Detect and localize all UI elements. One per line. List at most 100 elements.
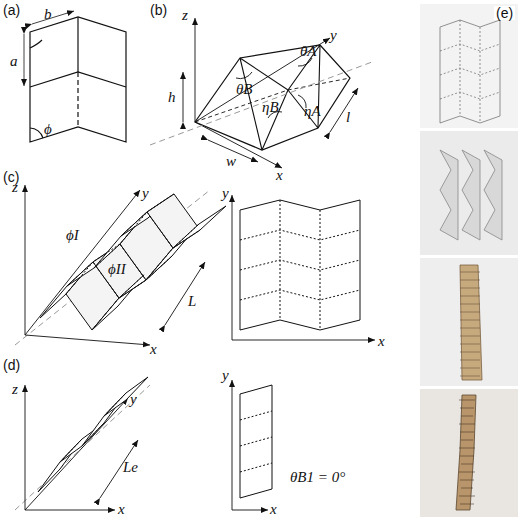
panel-label: (e)	[494, 6, 515, 20]
fold-line	[240, 437, 272, 446]
fold-line	[240, 290, 360, 300]
unit-cell	[30, 17, 126, 142]
photo	[420, 4, 518, 128]
symbol-label: h	[168, 90, 176, 105]
fold-line	[440, 44, 500, 51]
symbol-label: w	[226, 154, 236, 169]
symbol-label: x	[150, 342, 157, 357]
symbol-label: y	[330, 28, 337, 43]
fold-line	[66, 194, 174, 294]
fold-line	[461, 416, 473, 417]
fold-line	[460, 504, 474, 505]
fold-line	[460, 328, 480, 329]
fold-line	[459, 424, 475, 425]
fold-line	[94, 244, 172, 280]
symbol-label: ηA	[304, 104, 321, 119]
unit-3d	[183, 18, 358, 168]
fold-line	[462, 150, 480, 240]
fold-line	[104, 393, 126, 416]
fold-line	[460, 320, 480, 321]
fold-line	[461, 488, 473, 489]
fold-line	[440, 27, 441, 123]
fold-line	[67, 262, 145, 298]
fold-pattern	[38, 4, 518, 517]
symbol-label: y	[142, 186, 149, 201]
fold-line	[460, 344, 480, 345]
symbol-label: Le	[123, 460, 138, 475]
fold-line	[147, 194, 200, 248]
fold-line	[440, 68, 500, 75]
symbol-label: ϕII	[108, 262, 126, 277]
fold-line	[460, 20, 461, 116]
fold-line	[459, 400, 475, 401]
fold-line	[459, 496, 475, 497]
symbol-label: y	[222, 368, 229, 383]
symbol-label: y	[222, 186, 229, 201]
symbol-label: y	[130, 392, 137, 407]
fold-line	[460, 272, 480, 273]
fold-line	[240, 394, 241, 498]
fold-line	[272, 385, 273, 489]
fold-line	[440, 150, 458, 240]
symbol-label: ϕI	[66, 228, 79, 243]
fold-line	[460, 456, 474, 457]
symbol-label: x	[270, 502, 277, 517]
fold-line	[460, 296, 480, 297]
fold-line	[460, 352, 480, 353]
fold-line	[440, 92, 500, 99]
fold-line	[240, 200, 360, 210]
panel-label: (d)	[3, 358, 20, 372]
symbol-label: x	[378, 334, 385, 349]
fold-line	[240, 320, 360, 330]
fold-line	[240, 385, 272, 394]
fold-line	[240, 411, 272, 420]
symbol-label: z	[12, 382, 18, 397]
photo	[420, 258, 518, 386]
fold-line	[500, 20, 501, 116]
fold-line	[480, 27, 481, 123]
fold-line	[460, 360, 480, 361]
symbol-label: l	[346, 110, 350, 125]
fold-line	[461, 440, 473, 441]
symbol-label: θB1 = 0°	[290, 470, 345, 485]
fold-line	[240, 260, 360, 270]
fold-line	[460, 336, 480, 337]
fold-line	[461, 464, 473, 465]
fold-line	[460, 312, 480, 313]
fold-line	[320, 210, 321, 330]
symbol-label: a	[10, 54, 18, 69]
fold-line	[240, 210, 241, 330]
fold-line	[456, 395, 476, 510]
fold-line	[460, 480, 474, 481]
fold-line	[460, 376, 480, 377]
fold-line	[104, 377, 148, 416]
fold-line	[121, 212, 199, 248]
symbol-label: b	[44, 7, 52, 22]
fold-line	[60, 439, 82, 462]
symbol-label: z	[182, 8, 188, 23]
symbol-label: θA	[300, 44, 317, 59]
fold-line	[459, 472, 475, 473]
fold-line	[460, 288, 480, 289]
fold-line	[484, 150, 502, 240]
fold-line	[459, 448, 475, 449]
fold-line	[240, 489, 272, 498]
panel-label: (b)	[150, 3, 167, 17]
photo	[420, 131, 518, 255]
fold-line	[240, 230, 360, 240]
photo	[420, 389, 518, 517]
fold-line	[240, 463, 272, 472]
fold-line	[360, 200, 361, 320]
symbol-label: θB	[236, 82, 253, 97]
symbol-label: L	[188, 294, 196, 309]
panel-label: (a)	[3, 3, 20, 17]
fold-line	[440, 116, 500, 123]
symbol-label: ηB	[262, 100, 279, 115]
symbol-label: z	[12, 180, 18, 195]
fold-line	[460, 265, 482, 380]
fold-line	[460, 280, 480, 281]
fold-line	[82, 423, 104, 446]
fold-line	[460, 432, 474, 433]
